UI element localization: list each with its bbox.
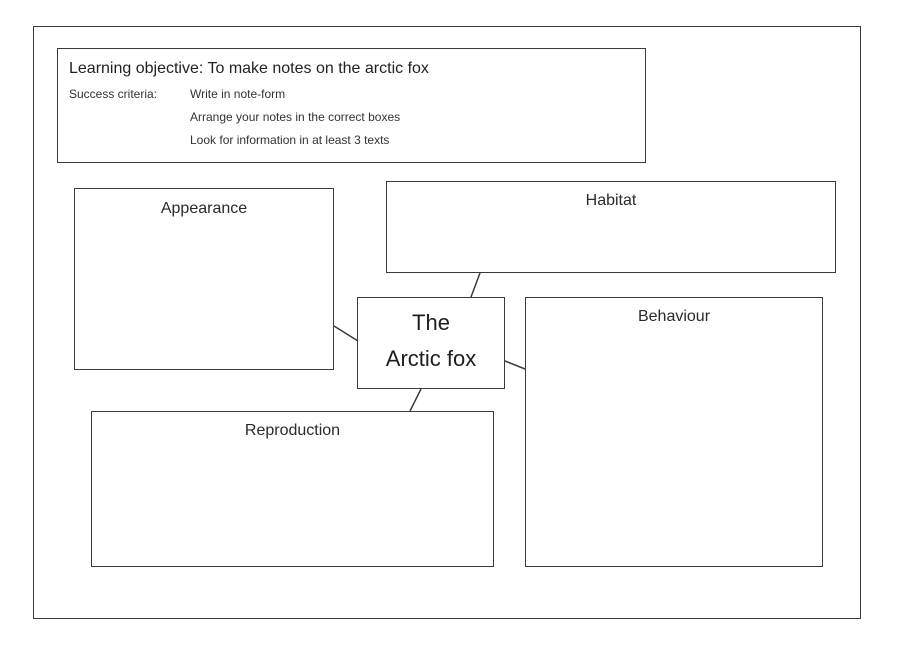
learning-objective-box: Learning objective: To make notes on the… [57, 48, 646, 163]
central-topic-box: The Arctic fox [357, 297, 505, 389]
reproduction-notes-box[interactable]: Reproduction [91, 411, 494, 567]
learning-objective-title: Learning objective: To make notes on the… [69, 60, 429, 77]
central-topic-line-1: The [412, 310, 450, 335]
success-criterion: Write in note-form [190, 87, 286, 101]
reproduction-heading: Reproduction [244, 422, 341, 439]
central-topic-line-2: Arctic fox [385, 346, 477, 371]
behaviour-heading: Behaviour [637, 308, 711, 325]
appearance-notes-box[interactable]: Appearance [74, 188, 334, 370]
success-criterion: Look for information in at least 3 texts [190, 133, 390, 147]
worksheet-frame [33, 26, 861, 619]
appearance-heading: Appearance [160, 200, 248, 217]
habitat-notes-box[interactable]: Habitat [386, 181, 836, 273]
success-criteria-label: Success criteria: [69, 87, 158, 101]
habitat-heading: Habitat [585, 192, 637, 209]
behaviour-notes-box[interactable]: Behaviour [525, 297, 823, 567]
success-criterion: Arrange your notes in the correct boxes [190, 110, 401, 124]
